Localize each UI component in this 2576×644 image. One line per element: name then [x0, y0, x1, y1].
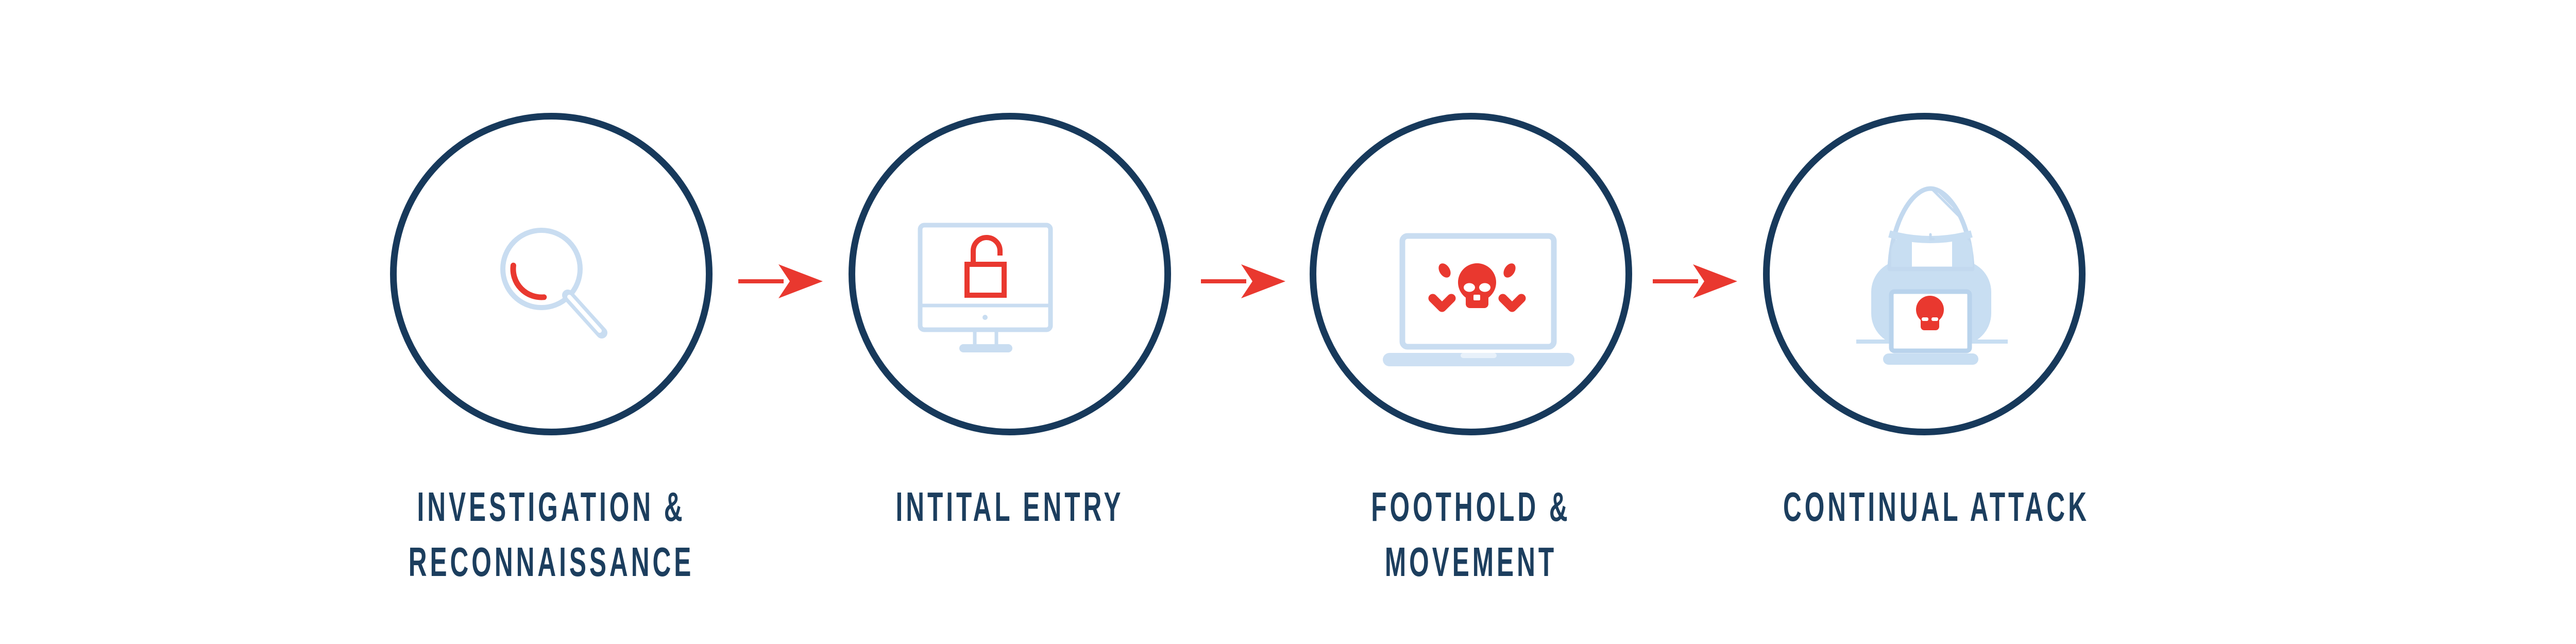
stage-label-line: INVESTIGATION & — [417, 484, 686, 530]
stage-label-line: INTITAL ENTRY — [895, 484, 1124, 530]
stage-label-line: MOVEMENT — [1384, 539, 1557, 585]
arrow-right-icon-2 — [1201, 264, 1285, 298]
red-arc — [510, 262, 547, 300]
stage-label-investigation: INVESTIGATION & RECONNAISSANCE — [319, 479, 783, 589]
arrow-right-icon-3 — [1653, 264, 1737, 298]
skull-crossbones-laptop-icon — [1383, 233, 1574, 366]
stage-label-line: CONTINUAL ATTACK — [1783, 484, 2090, 530]
stage-label-line: RECONNAISSANCE — [408, 539, 694, 585]
open-padlock-icon — [964, 235, 1007, 298]
skull-crossbones-icon — [1428, 263, 1526, 312]
hooded-hacker-icon — [1856, 186, 2008, 365]
magnifier-icon — [500, 228, 607, 338]
stage-label-line: FOOTHOLD & — [1371, 484, 1571, 530]
arrow-right-icon-1 — [738, 264, 823, 298]
unlocked-padlock-monitor-icon — [918, 223, 1053, 352]
red-skull-icon — [1916, 296, 1944, 330]
stage-label-continual-attack: CONTINUAL ATTACK — [1695, 479, 2159, 534]
stage-label-initial-entry: INTITAL ENTRY — [778, 479, 1242, 534]
stage-label-foothold: FOOTHOLD & MOVEMENT — [1239, 479, 1703, 589]
